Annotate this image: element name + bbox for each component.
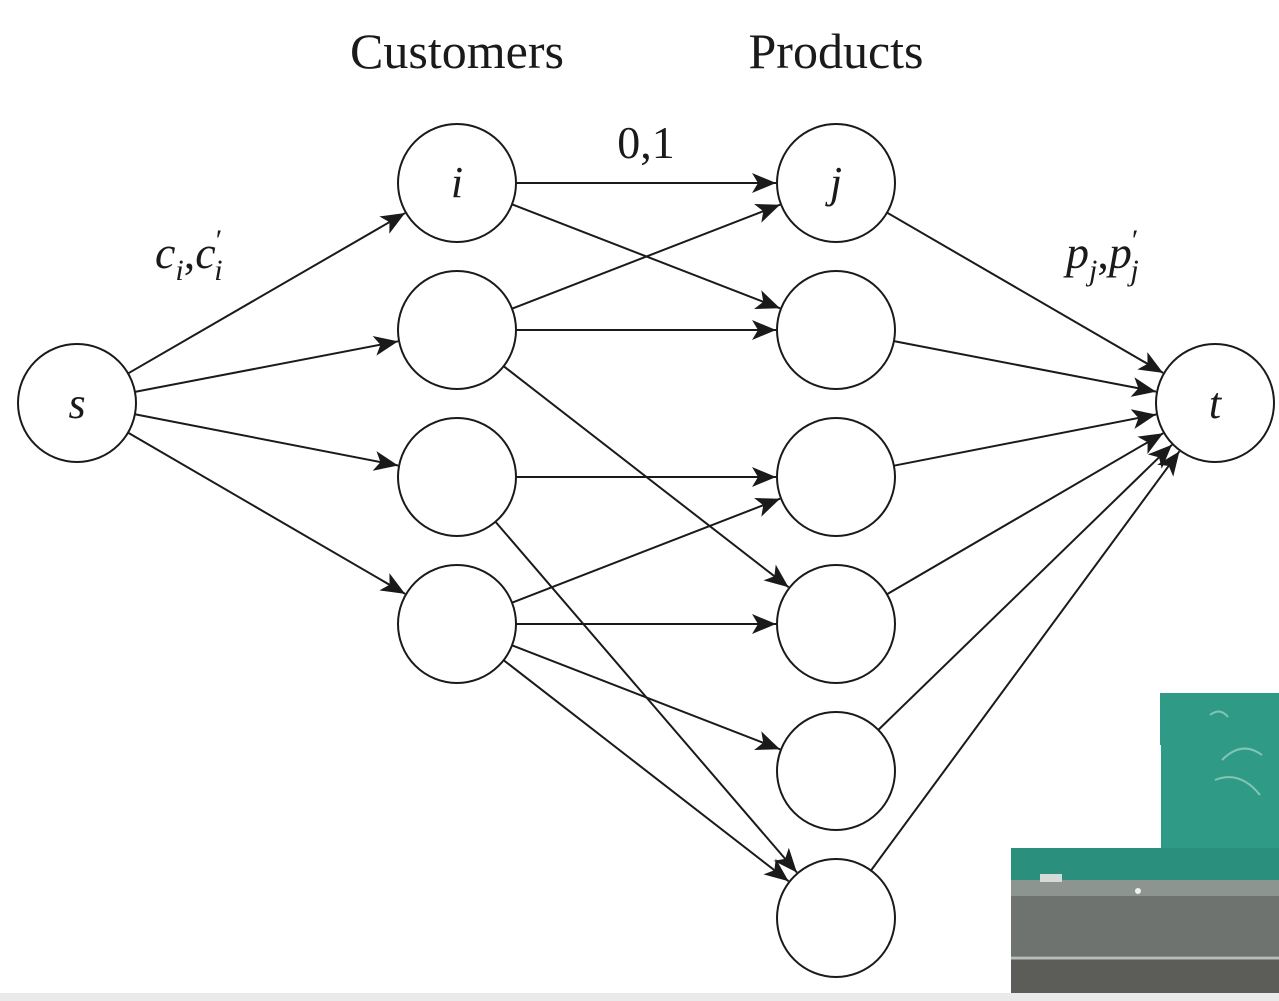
cap-prime-mark: ′ — [216, 224, 223, 257]
customers-header: Customers — [350, 23, 564, 79]
edge-customer-4-to-product-3 — [511, 497, 781, 604]
webcam-chalk-tray — [1011, 880, 1279, 896]
webcam-floor — [1011, 956, 1279, 993]
sink-node — [1155, 343, 1275, 463]
cap-sep: , — [184, 227, 196, 278]
cap-prime-mark2: ′ — [1132, 224, 1139, 257]
customer-node-3 — [397, 417, 517, 537]
webcam-board — [1160, 693, 1279, 858]
webcam-light — [1135, 888, 1141, 894]
customer-node-2 — [397, 270, 517, 390]
webcam-wall — [1011, 745, 1161, 858]
cap-cprime-sub: i — [214, 254, 222, 287]
cap-cprime: c — [195, 227, 215, 278]
cap-pprime-sub: j — [1126, 254, 1138, 287]
edge-source-to-customer-1 — [127, 212, 406, 375]
webcam-board-scribble — [1209, 710, 1263, 796]
source-node-label: s — [68, 379, 85, 428]
product-node-4 — [776, 564, 896, 684]
edge-product-2-to-sink — [893, 340, 1157, 397]
webcam-object — [1040, 874, 1062, 882]
edge-product-1-to-sink — [886, 211, 1164, 374]
cap-sep2: , — [1097, 227, 1109, 278]
product-node-2 — [776, 270, 896, 390]
cap-p: p — [1063, 227, 1089, 278]
nodes-group — [17, 123, 1275, 978]
edge-source-to-customer-4 — [127, 431, 406, 595]
product-node-1 — [776, 123, 896, 243]
edge-source-to-customer-2 — [134, 336, 399, 393]
edge-customer-4-to-product-5 — [511, 644, 781, 751]
cap-c-sub: i — [175, 254, 183, 287]
source-node — [17, 343, 137, 463]
cap-p-sub: j — [1085, 254, 1097, 287]
customer-product-capacity-label: 0,1 — [617, 117, 675, 168]
edges-group — [127, 173, 1181, 883]
edge-product-5-to-sink — [877, 444, 1173, 731]
sink-edge-capacity-label: pj,p′j — [1063, 224, 1139, 287]
product-node-3 — [776, 417, 896, 537]
product-j-label: j — [825, 158, 842, 207]
sink-node-label: t — [1209, 379, 1223, 428]
webcam-video-thumbnail[interactable] — [1011, 693, 1279, 993]
edge-product-6-to-sink — [870, 450, 1181, 872]
product-node-6 — [776, 858, 896, 978]
webcam-lower-wall — [1011, 896, 1279, 956]
product-node-5 — [776, 711, 896, 831]
edge-product-3-to-sink — [893, 409, 1157, 467]
products-header: Products — [749, 23, 924, 79]
edge-customer-4-to-product-6 — [503, 659, 790, 883]
edge-customer-2-to-product-1 — [511, 203, 781, 310]
bottom-scrollbar-strip — [0, 993, 1279, 1001]
customer-node-4 — [397, 564, 517, 684]
cap-c: c — [155, 227, 175, 278]
customer-i-label: i — [451, 158, 463, 207]
edge-product-4-to-sink — [886, 432, 1164, 596]
customer-node-1 — [397, 123, 517, 243]
cap-pprime: p — [1106, 227, 1132, 278]
source-edge-capacity-label: ci,c′i — [155, 224, 223, 287]
edge-source-to-customer-3 — [134, 413, 399, 471]
